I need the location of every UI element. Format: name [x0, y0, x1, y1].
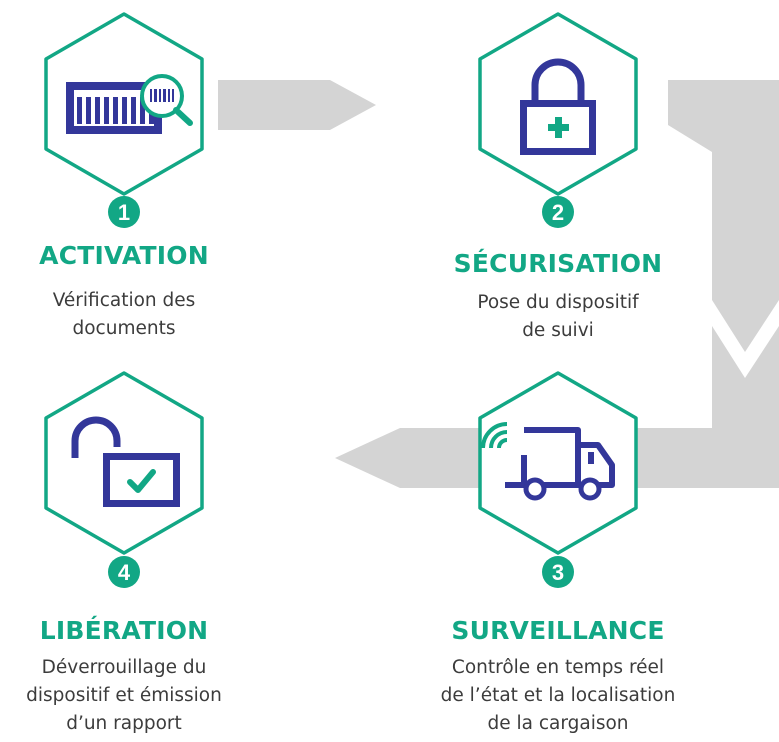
- step-description-activation: Vérification des documents: [53, 287, 196, 343]
- chevron-down-marker: [712, 300, 779, 378]
- description-line: de l’état et la localisation: [440, 685, 676, 706]
- description-line: d’un rapport: [66, 713, 182, 734]
- padlock-open-icon: [71, 416, 180, 507]
- arrow-2-to-3: [668, 80, 779, 488]
- step-badge-1: [108, 196, 140, 228]
- container-barcode-magnifier-icon: [66, 74, 193, 134]
- step-title-surveillance: SURVEILLANCE: [451, 616, 665, 645]
- description-line: de suivi: [522, 320, 594, 341]
- step-number-3: 3: [552, 560, 564, 585]
- description-line: dispositif et émission: [26, 685, 222, 706]
- step-number-4: 4: [118, 560, 131, 585]
- step-number-2: 2: [552, 200, 564, 225]
- arrow-1-to-2: [218, 80, 376, 130]
- step-description-surveillance: Contrôle en temps réel de l’état et la l…: [441, 654, 676, 738]
- step-description-securisation: Pose du dispositif de suivi: [477, 289, 638, 345]
- padlock-closed-icon: [520, 58, 596, 155]
- connected-truck-icon: [481, 422, 615, 501]
- description-line: Contrôle en temps réel: [451, 657, 665, 678]
- description-line: Pose du dispositif: [477, 292, 639, 313]
- description-line: Vérification des: [52, 290, 196, 311]
- step-description-liberation: Déverrouillage du dispositif et émission…: [26, 654, 222, 738]
- step-badge-4: [108, 556, 140, 588]
- description-line: Déverrouillage du: [41, 657, 207, 678]
- hexagon-step-3: [478, 371, 638, 555]
- step-title-securisation: SÉCURISATION: [453, 249, 663, 278]
- step-badge-3: [542, 556, 574, 588]
- description-line: documents: [72, 318, 176, 339]
- step-title-activation: ACTIVATION: [39, 241, 209, 270]
- step-number-1: 1: [118, 200, 130, 225]
- step-title-liberation: LIBÉRATION: [39, 616, 209, 645]
- number-badges: 1 2 3 4: [108, 196, 574, 588]
- step-badge-2: [542, 196, 574, 228]
- description-line: de la cargaison: [487, 713, 629, 734]
